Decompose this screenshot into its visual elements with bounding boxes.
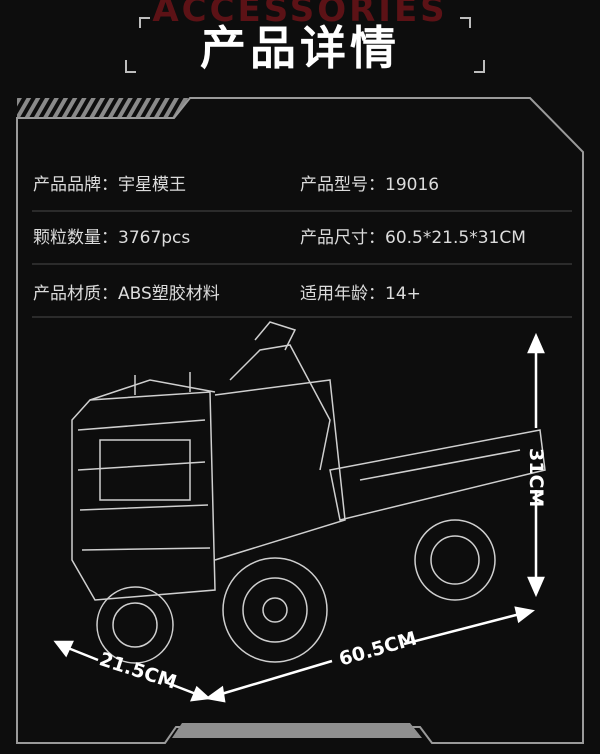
spec-value-material: ABS塑胶材料 [118, 284, 220, 304]
spec-value-brand: 宇星模王 [118, 175, 186, 195]
spec-label-pieces: 颗粒数量： [33, 228, 118, 248]
spec-label-model: 产品型号： [300, 175, 385, 195]
page-title: 产品详情 [200, 21, 400, 75]
spec-label-material: 产品材质： [33, 284, 118, 304]
bottom-tab [172, 723, 422, 738]
spec-label-age: 适用年龄： [300, 284, 385, 304]
spec-label-brand: 产品品牌： [33, 175, 118, 195]
spec-value-size: 60.5*21.5*31CM [385, 228, 526, 248]
spec-value-age: 14+ [385, 284, 421, 304]
truck-illustration [71, 321, 546, 664]
spec-label-size: 产品尺寸： [300, 228, 385, 248]
divider [32, 210, 572, 212]
dimension-arrows [53, 332, 545, 703]
spec-value-model: 19016 [385, 175, 440, 195]
title-brackets [125, 17, 485, 73]
height-label: 31CM [525, 448, 547, 508]
frame-outline [16, 97, 584, 744]
spec-value-pieces: 3767pcs [118, 228, 191, 248]
divider [32, 263, 572, 265]
divider [32, 316, 572, 318]
background-word: ACCESSORIES [152, 0, 448, 30]
hatch-strip [17, 98, 190, 118]
